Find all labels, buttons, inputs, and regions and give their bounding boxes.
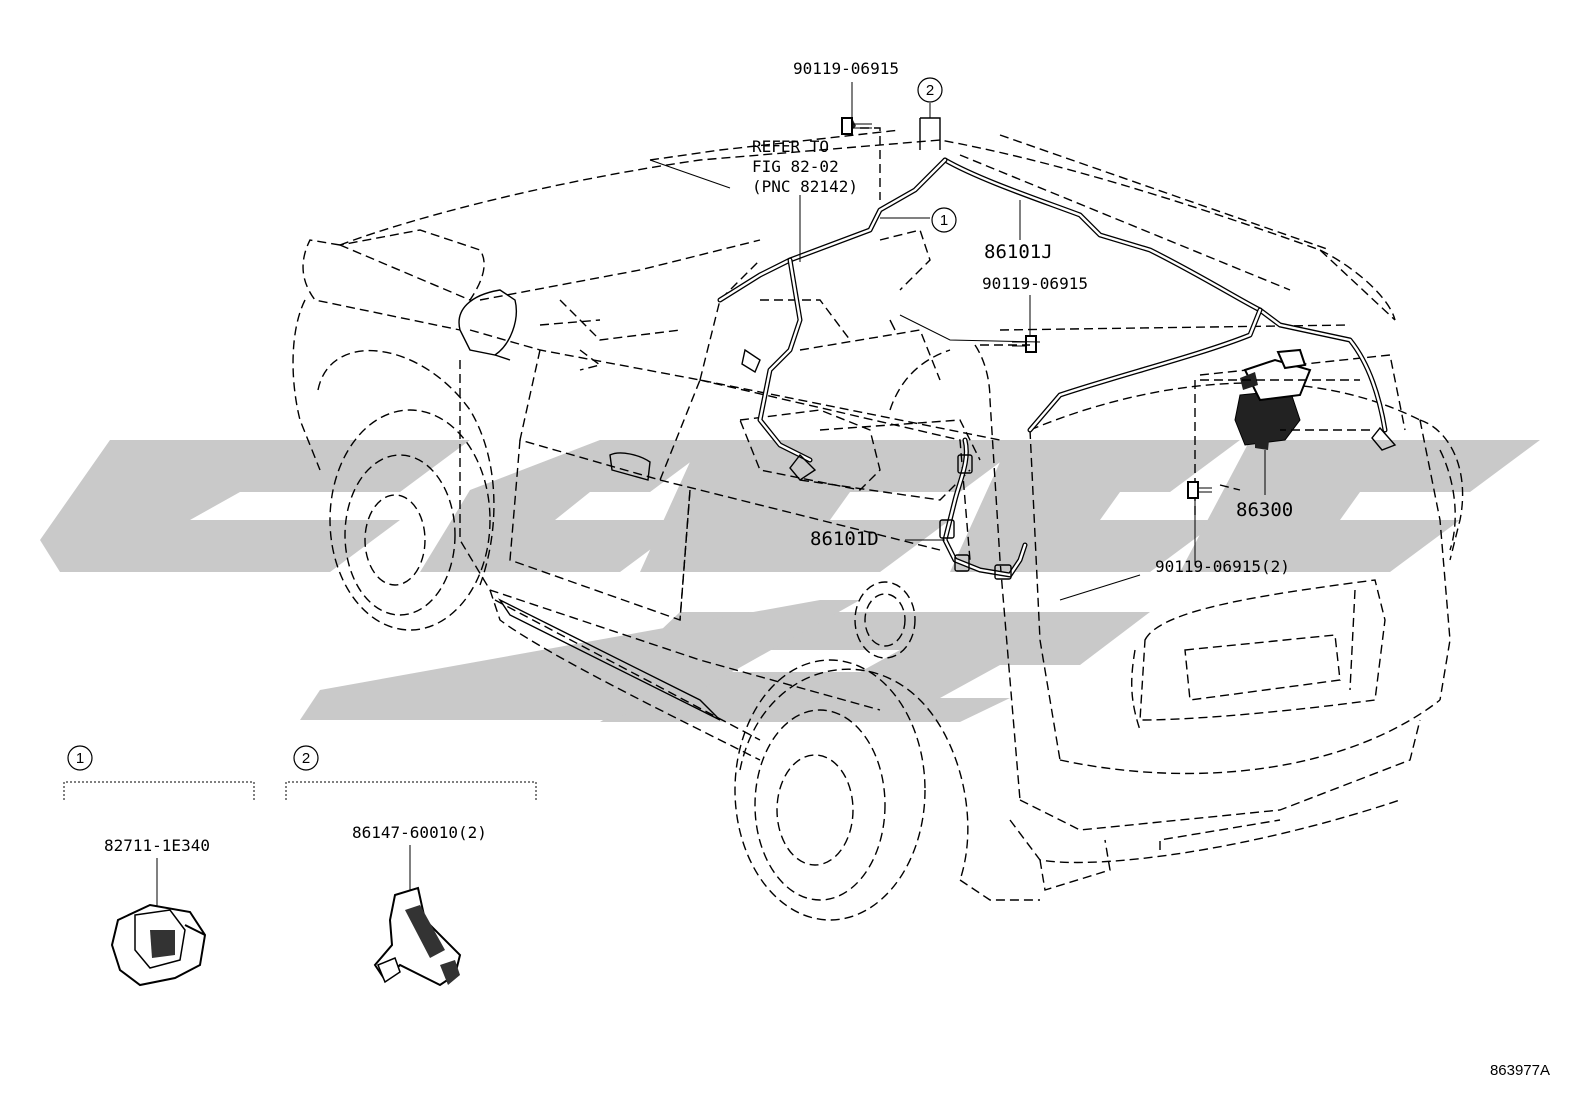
bolt-icon-top <box>841 117 872 135</box>
svg-text:2: 2 <box>926 82 934 99</box>
refer-line-1: REFER TO <box>752 137 829 156</box>
watermark-logo <box>40 440 1540 722</box>
part-number-bolt-rear: 90119-06915(2) <box>1155 557 1290 576</box>
roof-harness <box>717 157 1397 481</box>
detail-1: 1 82711-1E340 <box>63 745 255 987</box>
part-number-roof-harness: 86101J <box>984 241 1053 263</box>
figure-id: 863977A <box>1490 1062 1550 1079</box>
callout-1-main: 1 <box>931 207 957 233</box>
callout-2-main: 2 <box>917 77 943 103</box>
detail-2-circle <box>293 745 319 771</box>
bolt-icon-mid <box>1012 335 1037 353</box>
detail-2: 2 86147-60010(2) <box>285 745 537 987</box>
refer-line-3: (PNC 82142) <box>752 177 858 196</box>
leader-lines <box>649 82 1370 601</box>
detail-2-number: 2 <box>302 750 310 767</box>
amplifier-unit <box>1234 348 1312 450</box>
part-number-bolt-top: 90119-06915 <box>793 59 899 78</box>
detail-1-part-number: 82711-1E340 <box>104 836 210 855</box>
detail-2-part-number: 86147-60010(2) <box>352 823 487 842</box>
part-number-side-harness: 86101D <box>810 528 879 550</box>
vehicle-outline <box>292 129 1464 921</box>
detail-1-circle <box>67 745 93 771</box>
part-number-bolt-mid: 90119-06915 <box>982 274 1088 293</box>
clamp-part-icon <box>373 886 462 987</box>
side-harness <box>939 437 1028 580</box>
part-number-amplifier: 86300 <box>1236 499 1293 521</box>
bolt-icon-rear <box>1187 481 1212 499</box>
detail-1-number: 1 <box>76 750 84 767</box>
connector-part-icon <box>110 903 207 987</box>
svg-text:1: 1 <box>940 212 948 229</box>
refer-line-2: FIG 82-02 <box>752 157 839 176</box>
